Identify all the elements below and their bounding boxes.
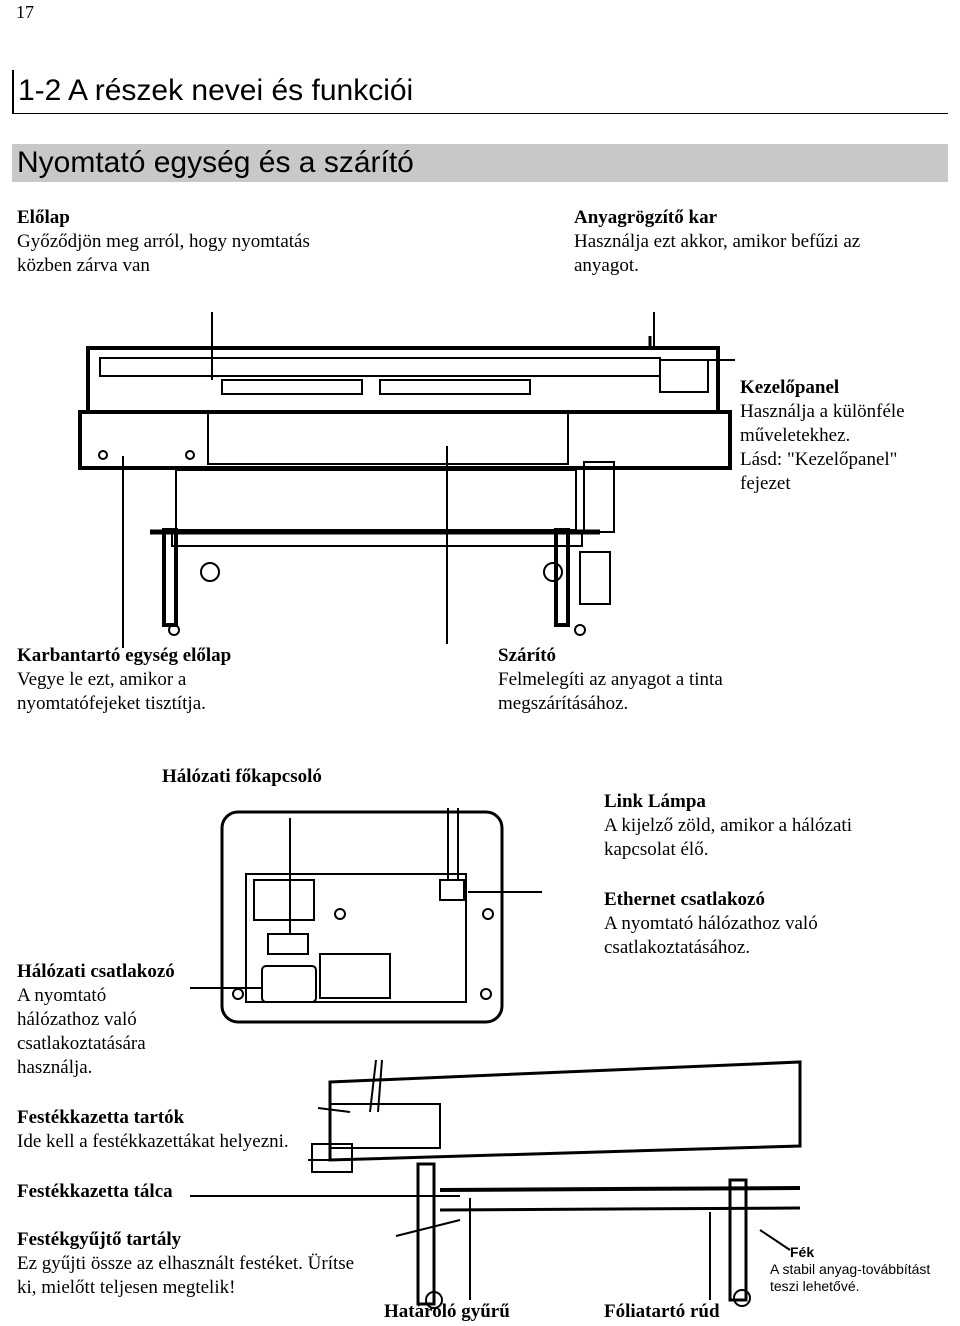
subsection-title: Nyomtató egység és a szárító: [12, 144, 948, 182]
label-dryer: Szárító Felmelegíti az anyagot a tinta m…: [498, 645, 723, 714]
label-loading-lever: Anyagrögzítő kar Használja ezt akkor, am…: [574, 207, 861, 276]
label-cartridge-slots: Festékkazetta tartók Ide kell a festékka…: [17, 1107, 289, 1152]
label-power-connector: Hálózati csatlakozó A nyomtató hálózatho…: [17, 961, 175, 1078]
page-number: 17: [16, 2, 34, 22]
label-cartridge-tray: Festékkazetta tálca: [17, 1181, 173, 1202]
label-drain-bottle: Festékgyűjtő tartály Ez gyűjti össze az …: [17, 1229, 355, 1298]
printer-side-view: [311, 1060, 802, 1309]
rear-panel-view: [220, 810, 504, 1024]
label-media-holder: Fóliatartó rúd: [604, 1301, 720, 1322]
label-front-cover: Előlap Győződjön meg arról, hogy nyomtat…: [17, 207, 310, 276]
label-ethernet: Ethernet csatlakozó A nyomtató hálózatho…: [604, 889, 818, 958]
label-operation-panel: Kezelőpanel Használja a különféle művele…: [740, 377, 905, 494]
label-stopper: Határoló gyűrű: [384, 1301, 510, 1322]
label-brake: Fék A stabil anyag-továbbítást teszi leh…: [770, 1244, 931, 1294]
printer-front-view: [78, 336, 732, 636]
label-link-lamp: Link Lámpa A kijelző zöld, amikor a háló…: [604, 791, 852, 860]
label-maintenance-cover: Karbantartó egység előlap Vegye le ezt, …: [17, 645, 232, 714]
label-main-power: Hálózati főkapcsoló: [162, 766, 322, 787]
section-title: 1-2 A részek nevei és funkciói: [12, 70, 948, 114]
